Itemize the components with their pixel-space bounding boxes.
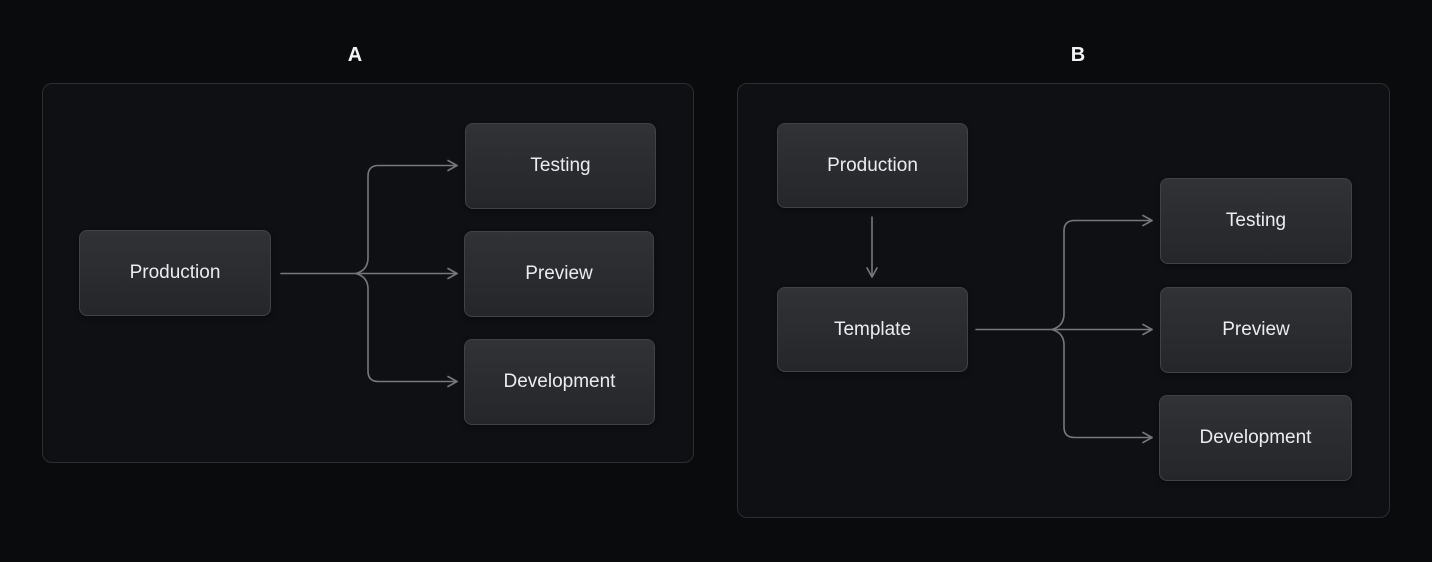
node-label: Development (503, 371, 616, 392)
panel-b-title: B (1070, 44, 1086, 66)
node-label: Testing (1225, 210, 1287, 231)
node-a-production: Production (79, 230, 271, 316)
node-b-template: Template (777, 287, 968, 372)
node-b-development: Development (1159, 395, 1352, 481)
node-label: Testing (530, 155, 591, 176)
node-a-development: Development (464, 339, 655, 425)
node-label: Development (1199, 427, 1312, 448)
node-label: Preview (1222, 319, 1290, 340)
node-a-testing: Testing (465, 123, 656, 209)
node-label: Production (827, 154, 918, 176)
node-label: Preview (525, 263, 593, 284)
panel-a-title: A (347, 44, 363, 66)
node-b-preview: Preview (1160, 287, 1352, 373)
node-a-preview: Preview (464, 231, 654, 317)
node-b-production: Production (777, 123, 968, 208)
node-label: Production (129, 262, 221, 283)
node-label: Template (833, 318, 912, 340)
node-b-testing: Testing (1160, 178, 1352, 264)
